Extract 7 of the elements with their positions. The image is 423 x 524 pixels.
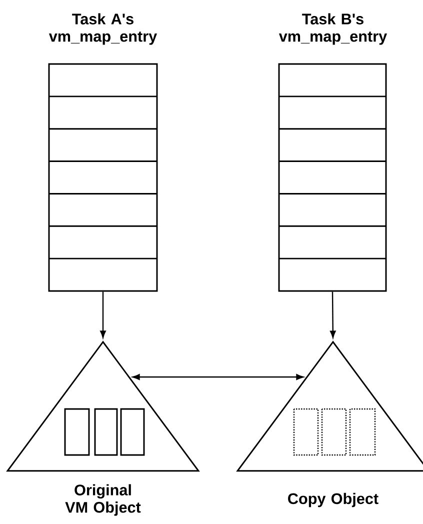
object-label: Copy Object: [288, 492, 378, 508]
object-label: Original VM Object: [65, 484, 141, 516]
stack-label: Task A's vm_map_entry: [48, 13, 158, 45]
arrow: [330, 292, 336, 338]
stack-label: Task B's vm_map_entry: [278, 13, 388, 45]
arrow: [132, 374, 304, 380]
arrow: [100, 292, 106, 338]
